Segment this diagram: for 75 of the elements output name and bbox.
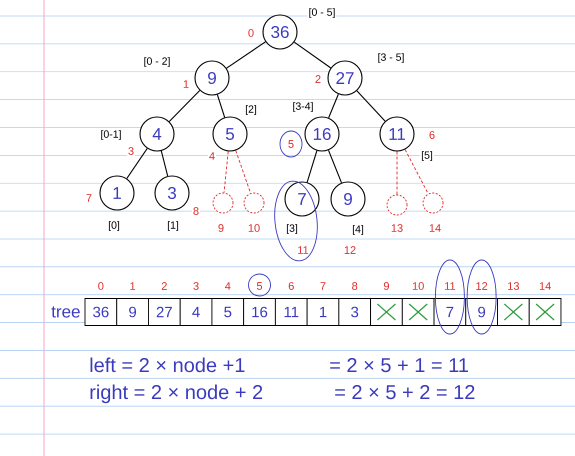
- tree-node: 3: [154, 175, 190, 211]
- index-number: 10: [411, 281, 426, 291]
- array-cell: 27: [148, 298, 181, 326]
- branch-line: [168, 90, 200, 122]
- array-cell: [402, 298, 434, 326]
- range-label: [0 - 2]: [142, 56, 172, 68]
- index-number: 3: [192, 281, 200, 291]
- index-number: 10: [246, 223, 262, 233]
- formula-text: = 2 × 5 + 1 = 11: [328, 357, 470, 374]
- array-cell: 36: [84, 298, 118, 326]
- range-label: [0]: [107, 220, 121, 232]
- dashed-circle: [244, 192, 264, 214]
- tree-node: 36: [262, 14, 298, 50]
- tree-node: 27: [327, 60, 363, 96]
- index-number: 12: [342, 245, 358, 255]
- index-number: 14: [538, 281, 552, 291]
- range-label: [2]: [244, 104, 258, 116]
- array-cell: [497, 298, 530, 326]
- range-label: [0-1]: [100, 129, 122, 141]
- dashed-circle: [422, 192, 444, 214]
- tree-node: 11: [379, 116, 415, 152]
- formula-text: = 2 × 5 + 2 = 12: [333, 384, 476, 400]
- dashed-circle: [212, 192, 234, 214]
- branch-line: [126, 148, 148, 179]
- branch-line: [216, 94, 226, 118]
- array-cell: 1: [306, 298, 340, 326]
- index-number: 8: [350, 281, 359, 291]
- array-cell: 11: [274, 298, 308, 326]
- dashed-line: [235, 150, 252, 194]
- dashed-line: [404, 149, 429, 194]
- range-label: [5]: [420, 150, 434, 162]
- tree-node: 7: [284, 181, 320, 217]
- range-label: [3 - 5]: [376, 52, 406, 64]
- tree-node: 16: [304, 116, 340, 152]
- range-label: [3]: [285, 223, 299, 235]
- branch-line: [328, 150, 342, 183]
- array-cell: 5: [211, 298, 244, 326]
- formula-text: right = 2 × node + 2: [88, 384, 264, 404]
- index-number: 13: [390, 223, 404, 233]
- range-label: [3-4]: [292, 101, 314, 113]
- branch-line: [160, 150, 168, 176]
- array-cell: [370, 298, 403, 326]
- index-number: 4: [224, 281, 232, 291]
- range-label: [1]: [166, 220, 180, 232]
- dashed-line: [224, 151, 229, 194]
- array-cell: [528, 298, 562, 326]
- array-cell: 3: [338, 298, 372, 326]
- index-number: 11: [296, 245, 310, 255]
- branch-line: [328, 94, 339, 118]
- index-number: 12: [474, 281, 489, 291]
- array-cell: 9: [116, 298, 149, 326]
- branch-line: [306, 150, 318, 182]
- index-number: 14: [428, 223, 442, 233]
- array-cell: 4: [180, 298, 212, 326]
- array-cell: 7: [434, 298, 466, 326]
- branch-line: [226, 41, 266, 69]
- tree-node: 1: [99, 175, 135, 211]
- dashed-line: [396, 151, 398, 195]
- tree-node: 4: [139, 116, 175, 152]
- branch-line: [294, 42, 331, 68]
- index-number: 11: [443, 281, 457, 291]
- index-number: 13: [506, 281, 520, 291]
- range-label: [4]: [351, 224, 365, 236]
- index-number: 1: [128, 281, 137, 291]
- dashed-circle: [386, 194, 408, 216]
- formula-text: left = 2 × node +1: [88, 356, 246, 374]
- tree-node: 5: [212, 116, 248, 152]
- tree-node: 9: [330, 181, 366, 217]
- tree-node: 9: [194, 60, 230, 96]
- row-label: tree: [50, 305, 82, 319]
- array-cell: 16: [243, 298, 276, 326]
- branch-line: [356, 90, 386, 122]
- range-label: [0 - 5]: [308, 7, 336, 19]
- array-cell: 9: [465, 298, 498, 326]
- index-number: 6: [287, 281, 296, 291]
